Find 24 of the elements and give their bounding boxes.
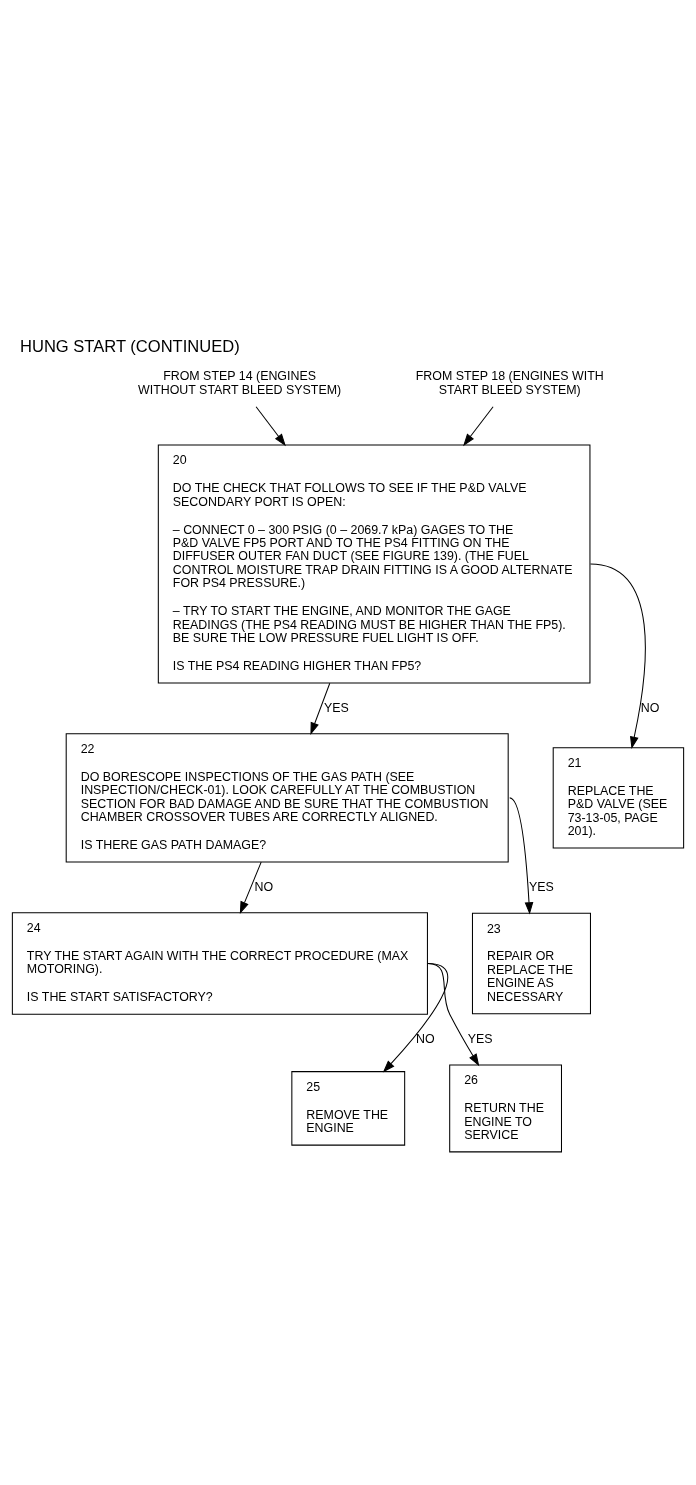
arrow: [382, 962, 449, 1073]
node-box: 20 DO THE CHECK THAT FOLLOWS TO SEE IF THE P&D VALVE SECONDARY PORT IS OPEN: – CONNECT 0 – 300 PSIG (0 – 2069.7 kPa) GAGES TO THE P&D VALVE FP5 PORT AND TO THE PS4 FITTING ON THE DIFFUSER OUTER FAN DUCT (SEE FIGURE 139). (THE FUEL CONTROL MOISTURE TRAP DRAIN FITTING IS A GOOD ALTERNATE FOR PS4 PRESSURE.) – TRY TO START THE ENGINE, AND MONITOR THE GAGE READINGS (THE PS4 READING MUST BE HIGHER THAN THE FP5). BE SURE THE LOW PRESSURE FUEL LIGHT IS OFF. IS THE PS4 READING HIGHER THAN FP5?: [157, 443, 591, 683]
edge-label: NO: [416, 1031, 435, 1046]
node-box: 21 REPLACE THE P&D VALVE (SEE 73-13-05, PAGE 201).: [552, 746, 685, 849]
diagram-title: HUNG START (CONTINUED): [20, 336, 240, 356]
edge-label: YES: [323, 700, 349, 715]
node-box: 24 TRY THE START AGAIN WITH THE CORRECT PROCEDURE (MAX MOTORING). IS THE START SATISFACTORY?: [11, 911, 428, 1015]
node-box: 25 REMOVE THE ENGINE: [291, 1070, 406, 1146]
edge-label: NO: [254, 879, 274, 894]
edge-label: YES: [467, 1031, 493, 1046]
arrow: [463, 405, 494, 446]
node-box: 26 RETURN THE ENGINE TO SERVICE: [449, 1063, 562, 1152]
edge-label: YES: [528, 879, 554, 894]
node-text: FROM STEP 14 (ENGINES WITHOUT START BLEED SYSTEM): [138, 368, 342, 397]
node-box: 22 DO BORESCOPE INSPECTIONS OF THE GAS PATH (SEE INSPECTION/CHECK-01). LOOK CAREFULLY AT THE COMBUSTION SECTION FOR BAD DAMAGE AND BE SURE THAT THE COMBUSTION CHAMBER CROSSOVER TUBES ARE CORRECTLY ALIGNED. IS THERE GAS PATH DAMAGE?: [65, 732, 509, 863]
node-text: FROM STEP 18 (ENGINES WITH START BLEED SYSTEM): [415, 368, 604, 397]
node-box: 23 REPAIR OR REPLACE THE ENGINE AS NECESSARY: [471, 912, 591, 1014]
edge-label: NO: [640, 700, 660, 715]
arrow: [239, 861, 262, 914]
arrow: [310, 682, 331, 735]
arrow: [589, 562, 646, 749]
arrow: [427, 962, 480, 1066]
arrow: [509, 796, 534, 915]
arrow: [255, 405, 286, 446]
